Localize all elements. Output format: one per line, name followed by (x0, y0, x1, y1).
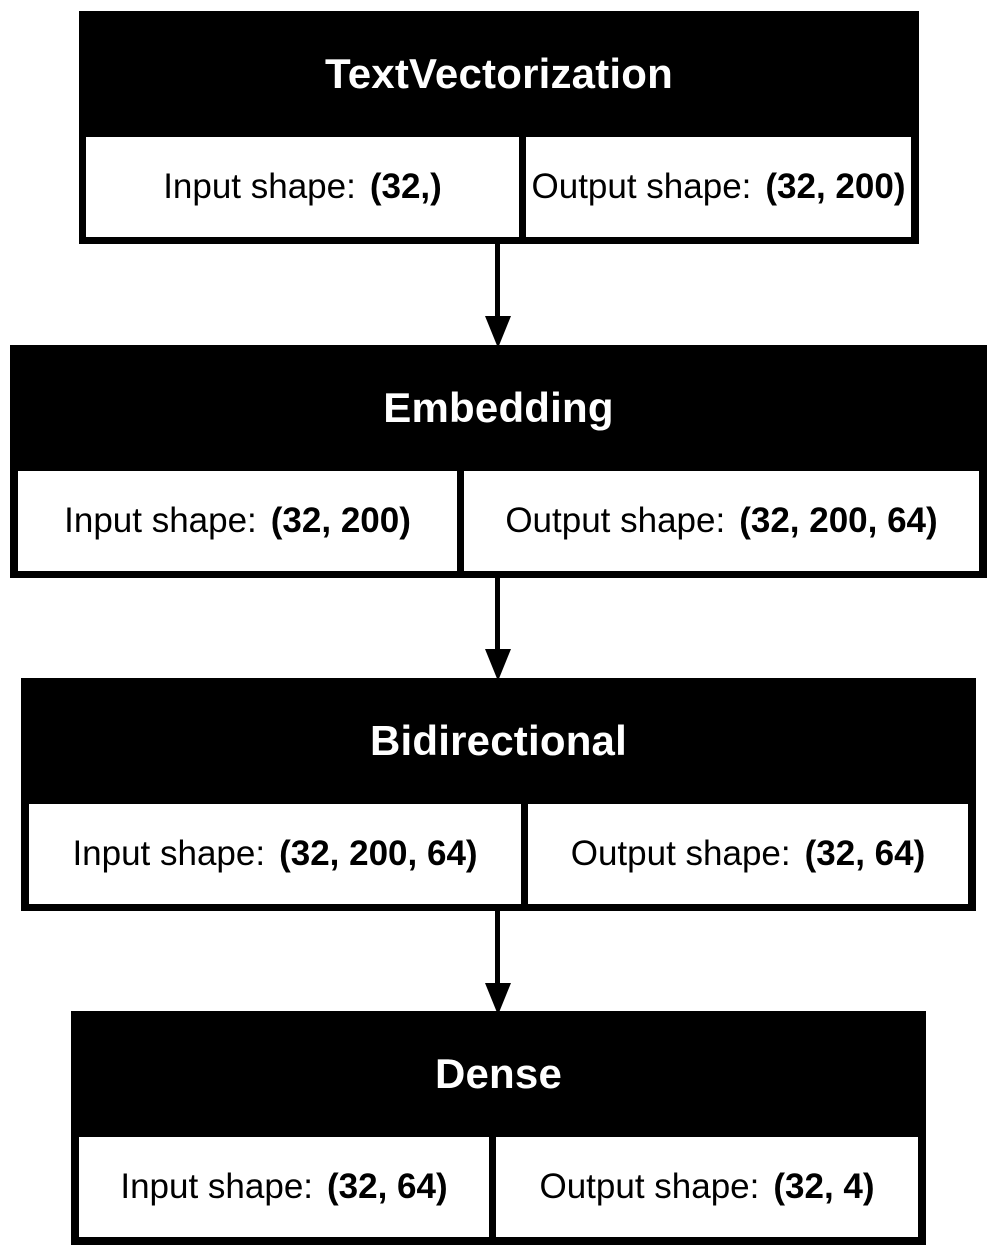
arrow-head-icon (485, 316, 511, 348)
output-shape-label: Output shape: (505, 501, 726, 540)
edge-line (495, 244, 500, 320)
output-shape-label: Output shape: (531, 167, 752, 206)
input-shape-value: (32, 64) (327, 1167, 448, 1206)
output-shape-cell: Output shape: (32, 200) (526, 137, 911, 237)
input-shape-label: Input shape: (72, 834, 266, 873)
layer-title: Embedding (383, 383, 614, 431)
layer-dense: Dense Input shape: (32, 64) Output shape… (71, 1011, 926, 1245)
output-shape-label: Output shape: (570, 834, 791, 873)
arrow-head-icon (485, 649, 511, 681)
output-shape-label: Output shape: (539, 1167, 760, 1206)
output-shape-value: (32, 4) (773, 1167, 875, 1206)
arrow-head-icon (485, 983, 511, 1015)
input-shape-label: Input shape: (64, 501, 257, 540)
input-shape-value: (32, 200, 64) (279, 834, 478, 873)
input-shape-label: Input shape: (120, 1167, 314, 1206)
layer-title: Bidirectional (370, 716, 627, 764)
edge-line (495, 578, 500, 653)
output-shape-value: (32, 200, 64) (739, 501, 938, 540)
output-shape-value: (32, 200) (765, 167, 906, 206)
output-shape-cell: Output shape: (32, 64) (528, 804, 968, 904)
layer-textvectorization: TextVectorization Input shape: (32,) Out… (79, 11, 919, 244)
input-shape-value: (32,) (369, 167, 442, 206)
layer-embedding: Embedding Input shape: (32, 200) Output … (10, 345, 987, 578)
edge-line (495, 911, 500, 987)
output-shape-cell: Output shape: (32, 200, 64) (464, 471, 979, 571)
layer-title: Dense (434, 1049, 563, 1097)
input-shape-cell: Input shape: (32, 64) (79, 1137, 489, 1237)
output-shape-cell: Output shape: (32, 4) (496, 1137, 918, 1237)
input-shape-cell: Input shape: (32, 200) (18, 471, 457, 571)
layer-title: TextVectorization (324, 49, 674, 97)
layer-bidirectional: Bidirectional Input shape: (32, 200, 64)… (21, 678, 976, 911)
input-shape-label: Input shape: (163, 167, 356, 206)
input-shape-value: (32, 200) (270, 501, 411, 540)
input-shape-cell: Input shape: (32, 200, 64) (29, 804, 521, 904)
input-shape-cell: Input shape: (32,) (86, 137, 519, 237)
output-shape-value: (32, 64) (804, 834, 926, 873)
